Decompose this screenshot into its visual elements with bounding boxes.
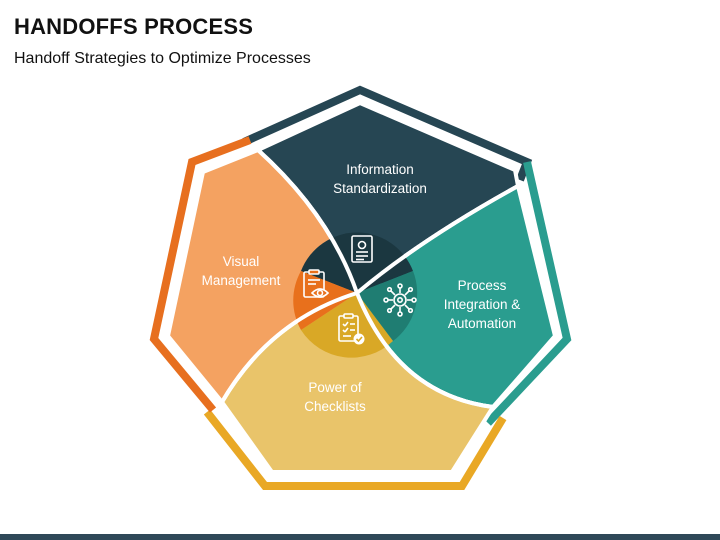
hub-quadrant-teal: [357, 271, 418, 341]
hub-divider-3: [355, 292, 494, 409]
hub-divider-1: [256, 148, 359, 294]
border-arc-teal: [485, 161, 572, 426]
hub-divider-2: [355, 184, 519, 295]
label-information-standardization: Information Standardization: [333, 162, 427, 196]
label-process-integration: Process Integration & Automation: [443, 278, 521, 331]
page-subtitle: Handoff Strategies to Optimize Processes: [14, 50, 311, 67]
page-title: HANDOFFS PROCESS: [14, 14, 254, 39]
border-arc-gold: [203, 409, 507, 490]
checklist-icon: [338, 313, 365, 345]
hub-quadrant-yellow: [301, 293, 393, 358]
network-gear-icon: [383, 283, 417, 317]
label-power-of-checklists: Power of Checklists: [304, 380, 366, 414]
border-arc-navy: [242, 85, 533, 182]
label-visual-management: Visual Management: [201, 254, 281, 288]
eye-document-icon: [303, 269, 330, 298]
border-arc-orange: [149, 136, 252, 413]
id-card-icon: [351, 235, 373, 263]
center-hub: [220, 148, 519, 409]
hub-divider-4: [220, 291, 358, 404]
bottom-bar: [0, 534, 720, 540]
